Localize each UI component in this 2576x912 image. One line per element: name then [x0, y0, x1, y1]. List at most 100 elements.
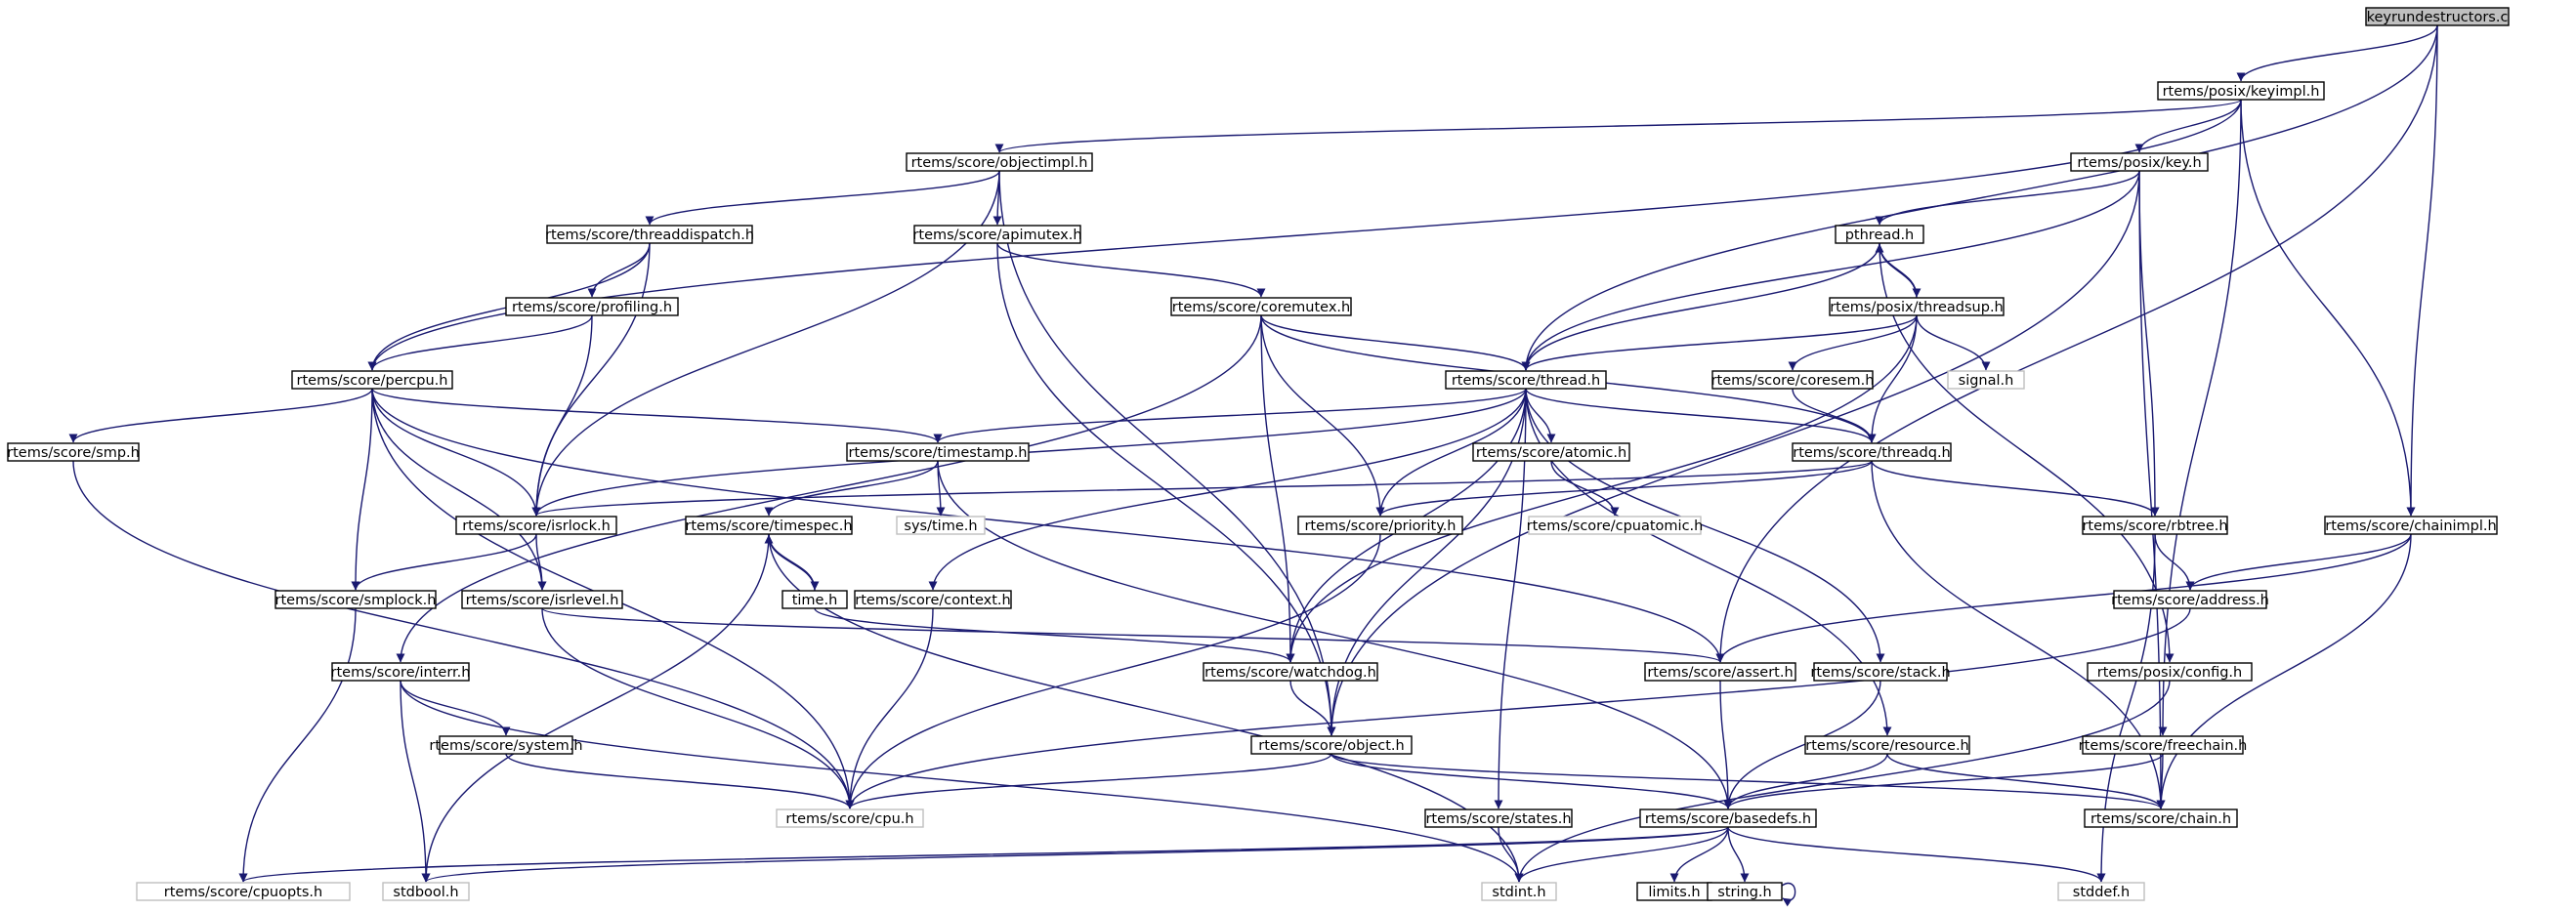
node-rtems-score-threadq-h[interactable]: rtems/score/threadq.h	[1792, 442, 1952, 462]
edge-resource-to-basedefs	[1723, 753, 1888, 809]
edge-chainimpl-to-assert	[1715, 533, 2412, 663]
edge-threadq-to-rbtree	[1871, 460, 2160, 517]
edge-freechain-to-chain	[2156, 753, 2166, 809]
node-rtems-score-interr-h[interactable]: rtems/score/interr.h	[331, 662, 471, 682]
node-limits-h[interactable]: limits.h	[1636, 882, 1712, 901]
edge-priority-to-cpu	[845, 533, 1381, 809]
node-rtems-score-percpu-h[interactable]: rtems/score/percpu.h	[291, 370, 453, 390]
edge-keyimpl-to-key	[2134, 99, 2242, 153]
edge-isrlock-to-isrlevel	[535, 533, 547, 591]
edge-thread-to-isrlock	[531, 388, 1527, 517]
node-rtems-score-isrlock-h[interactable]: rtems/score/isrlock.h	[455, 516, 617, 535]
edge-thread-to-states	[1494, 388, 1527, 809]
edge-threadsup-to-coresem	[1788, 314, 1918, 371]
node-rtems-score-assert-h[interactable]: rtems/score/assert.h	[1644, 662, 1796, 682]
node-label: rtems/score/cpuatomic.h	[1527, 518, 1704, 534]
node-rtems-score-priority-h[interactable]: rtems/score/priority.h	[1297, 516, 1463, 535]
node-rtems-posix-key-h[interactable]: rtems/posix/key.h	[2070, 152, 2209, 172]
node-box	[546, 225, 753, 244]
node-label: rtems/posix/config.h	[2097, 665, 2242, 681]
edge-key-to-thread	[1521, 170, 2140, 371]
node-rtems-score-coresem-h[interactable]: rtems/score/coresem.h	[1711, 370, 1875, 390]
node-box	[1203, 662, 1378, 682]
node-rtems-score-freechain-h[interactable]: rtems/score/freechain.h	[2079, 735, 2248, 755]
edge-object-to-basedefs	[1330, 753, 1733, 809]
node-rtems-score-coremutex-h[interactable]: rtems/score/coremutex.h	[1170, 297, 1352, 316]
node-rtems-score-atomic-h[interactable]: rtems/score/atomic.h	[1472, 442, 1630, 462]
node-rtems-score-threaddispatch-h[interactable]: rtems/score/threaddispatch.h	[545, 225, 754, 244]
node-rtems-score-basedefs-h[interactable]: rtems/score/basedefs.h	[1639, 808, 1817, 828]
node-label: pthread.h	[1845, 228, 1915, 243]
edge-objectimpl-to-isrlock	[531, 170, 1000, 517]
node-rtems-score-timespec-h[interactable]: rtems/score/timespec.h	[685, 516, 853, 535]
node-rtems-score-cpuatomic-h: rtems/score/cpuatomic.h	[1527, 516, 1704, 535]
node-label: rtems/score/coremutex.h	[1172, 300, 1350, 315]
node-box	[1250, 735, 1413, 755]
node-stdint-h: stdint.h	[1481, 882, 1557, 901]
node-rtems-score-resource-h[interactable]: rtems/score/resource.h	[1804, 735, 1970, 755]
node-box	[439, 735, 573, 755]
node-rtems-score-smp-h[interactable]: rtems/score/smp.h	[7, 442, 140, 462]
node-box	[2084, 808, 2238, 828]
edge-interr-to-stdint	[400, 680, 1524, 883]
node-label: rtems/score/watchdog.h	[1204, 665, 1376, 681]
node-keyrundestructors-c[interactable]: keyrundestructors.c	[2365, 7, 2510, 26]
edge-coremutex-to-interr	[396, 314, 1262, 663]
edge-timespec-to-stdbool	[421, 533, 770, 883]
node-rtems-score-context-h[interactable]: rtems/score/context.h	[854, 590, 1012, 609]
node-label: limits.h	[1648, 885, 1700, 900]
node-label: rtems/score/coresem.h	[1711, 373, 1875, 389]
node-box	[2070, 152, 2209, 172]
node-label: rtems/score/isrlevel.h	[466, 593, 619, 608]
node-label: signal.h	[1959, 373, 2014, 389]
edge-smplock-to-cpuopts	[238, 607, 357, 883]
node-box	[896, 516, 986, 535]
node-rtems-score-watchdog-h[interactable]: rtems/score/watchdog.h	[1203, 662, 1378, 682]
node-rtems-score-address-h[interactable]: rtems/score/address.h	[2111, 590, 2269, 609]
node-pthread-h[interactable]: pthread.h	[1835, 225, 1924, 244]
edge-threadsup-to-threadq	[1867, 314, 1918, 443]
node-rtems-score-profiling-h[interactable]: rtems/score/profiling.h	[505, 297, 679, 316]
node-rtems-score-cpuopts-h: rtems/score/cpuopts.h	[136, 882, 351, 901]
edge-coremutex-to-watchdog	[1260, 314, 1295, 663]
node-label: rtems/score/thread.h	[1452, 373, 1600, 389]
node-rtems-score-system-h[interactable]: rtems/score/system.h	[429, 735, 583, 755]
node-rtems-score-smplock-h[interactable]: rtems/score/smplock.h	[274, 590, 437, 609]
node-box	[1528, 516, 1702, 535]
edge-objectimpl-to-threaddispatch	[645, 170, 1000, 226]
edge-thread-to-object	[1327, 388, 1527, 736]
node-label: rtems/score/chainimpl.h	[2325, 518, 2496, 534]
edge-thread-to-context	[928, 388, 1527, 591]
node-rtems-score-thread-h[interactable]: rtems/score/thread.h	[1445, 370, 1607, 390]
node-rtems-score-isrlevel-h[interactable]: rtems/score/isrlevel.h	[461, 590, 623, 609]
node-rtems-score-stack-h[interactable]: rtems/score/stack.h	[1810, 662, 1951, 682]
node-label: keyrundestructors.c	[2367, 10, 2509, 25]
node-label: sys/time.h	[904, 518, 977, 534]
node-rtems-score-rbtree-h[interactable]: rtems/score/rbtree.h	[2082, 516, 2228, 535]
node-box	[2365, 7, 2510, 26]
node-rtems-score-states-h[interactable]: rtems/score/states.h	[1424, 808, 1573, 828]
node-rtems-posix-config-h[interactable]: rtems/posix/config.h	[2087, 662, 2253, 682]
node-rtems-score-chainimpl-h[interactable]: rtems/score/chainimpl.h	[2324, 516, 2498, 535]
node-string-h[interactable]: string.h	[1707, 882, 1783, 901]
edge-thread-to-stack	[1525, 388, 1885, 663]
node-box	[1481, 882, 1557, 901]
edge-percpu-to-isrlock	[371, 388, 541, 517]
edge-interr-to-system	[400, 680, 511, 736]
node-label: string.h	[1717, 885, 1771, 900]
edge-thread-to-timestamp	[933, 388, 1527, 443]
node-rtems-score-chain-h[interactable]: rtems/score/chain.h	[2084, 808, 2238, 828]
node-rtems-score-apimutex-h[interactable]: rtems/score/apimutex.h	[912, 225, 1082, 244]
node-time-h[interactable]: time.h	[781, 590, 848, 609]
node-rtems-score-timestamp-h[interactable]: rtems/score/timestamp.h	[846, 442, 1030, 462]
node-stddef-h: stddef.h	[2057, 882, 2145, 901]
node-rtems-score-object-h[interactable]: rtems/score/object.h	[1250, 735, 1413, 755]
node-rtems-posix-keyimpl-h[interactable]: rtems/posix/keyimpl.h	[2157, 81, 2325, 101]
node-box	[136, 882, 351, 901]
edge-threadq-to-isrlock	[531, 460, 1873, 517]
edge-address-to-cpu	[845, 607, 2191, 809]
node-rtems-score-objectimpl-h[interactable]: rtems/score/objectimpl.h	[906, 152, 1093, 172]
node-rtems-posix-threadsup-h[interactable]: rtems/posix/threadsup.h	[1829, 297, 2005, 316]
edge-coremutex-to-priority	[1260, 314, 1385, 517]
